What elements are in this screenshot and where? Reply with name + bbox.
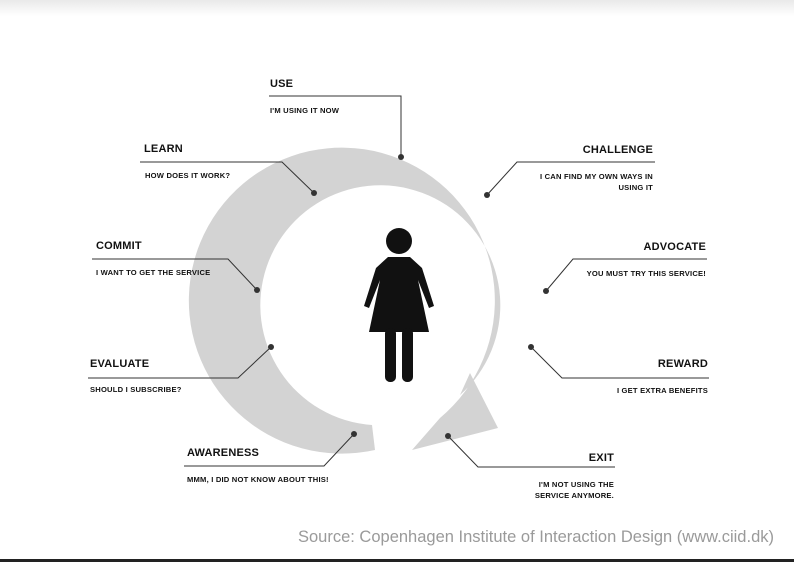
commit-anchor-dot <box>254 287 260 293</box>
stage-title-advocate: ADVOCATE <box>643 241 706 253</box>
advocate-leader-line <box>545 258 707 292</box>
reward-anchor-dot <box>528 344 534 350</box>
stage-title-reward: REWARD <box>657 358 708 370</box>
advocate-anchor-dot <box>543 288 549 294</box>
challenge-anchor-dot <box>484 192 490 198</box>
awareness-leader-line <box>184 433 355 467</box>
stage-title-commit: COMMIT <box>96 240 142 252</box>
stage-title-challenge: CHALLENGE <box>582 144 653 156</box>
stage-title-awareness: AWARENESS <box>187 447 260 459</box>
stage-description-advocate: YOU MUST TRY THIS SERVICE! <box>586 269 706 278</box>
source-credit: Source: Copenhagen Institute of Interact… <box>297 528 774 546</box>
exit-anchor-dot <box>445 433 451 439</box>
stage-title-use: USE <box>270 78 294 90</box>
stage-description-learn: HOW DOES IT WORK? <box>145 171 231 180</box>
stage-description-challenge: I CAN FIND MY OWN WAYS IN USING IT <box>518 172 653 193</box>
stage-description-awareness: MMM, I DID NOT KNOW ABOUT THIS! <box>187 475 329 484</box>
reward-leader-line <box>530 346 709 379</box>
stage-description-exit-text: I'M NOT USING THE SERVICE ANYMORE. <box>534 480 614 500</box>
exit-leader-line <box>447 435 615 468</box>
person-icon <box>364 228 434 382</box>
stage-title-learn: LEARN <box>144 143 183 155</box>
stage-title-exit: EXIT <box>588 452 614 464</box>
stage-description-challenge-text: I CAN FIND MY OWN WAYS IN USING IT <box>539 172 653 192</box>
learn-leader-line <box>140 161 315 194</box>
stage-description-use: I'M USING IT NOW <box>270 106 340 115</box>
evaluate-anchor-dot <box>268 344 274 350</box>
commit-leader-line <box>92 258 258 291</box>
use-leader-line <box>269 95 402 157</box>
cycle-arrow-band <box>188 147 501 454</box>
stage-description-exit: I'M NOT USING THE SERVICE ANYMORE. <box>514 480 614 501</box>
challenge-leader-line <box>486 161 655 196</box>
top-shadow <box>0 0 794 16</box>
stage-description-commit: I WANT TO GET THE SERVICE <box>96 268 211 277</box>
use-anchor-dot <box>398 154 404 160</box>
stage-description-evaluate: SHOULD I SUBSCRIBE? <box>90 385 182 394</box>
learn-anchor-dot <box>311 190 317 196</box>
awareness-anchor-dot <box>351 431 357 437</box>
bottom-divider <box>0 559 794 562</box>
evaluate-leader-line <box>88 346 272 379</box>
stage-description-reward: I GET EXTRA BENEFITS <box>616 386 708 395</box>
stage-title-evaluate: EVALUATE <box>90 358 150 370</box>
